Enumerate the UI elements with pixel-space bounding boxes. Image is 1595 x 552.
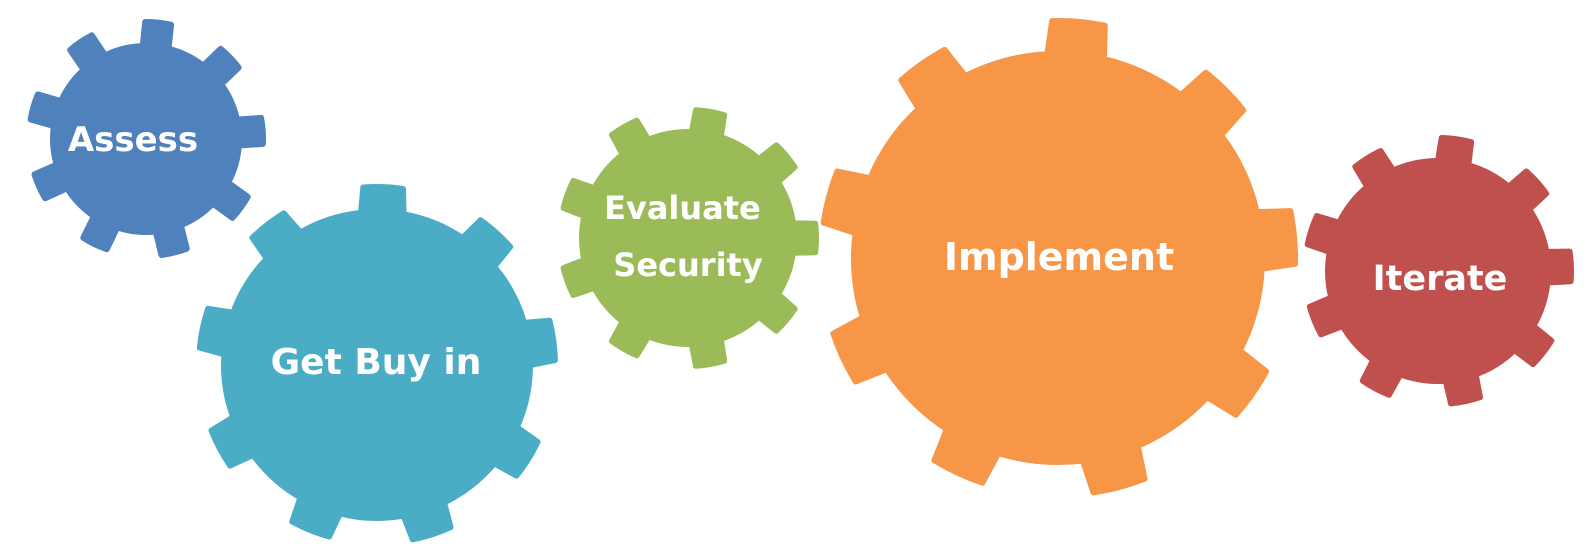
gear-iterate: Iterate xyxy=(1304,135,1574,407)
gear-get-buy-in: Get Buy in xyxy=(196,184,558,543)
gear-assess-label: Assess xyxy=(68,120,198,160)
gear-get-buy-in-shape xyxy=(196,184,558,543)
gear-get-buy-in-label-line-1: Get Buy in xyxy=(271,342,482,383)
gear-iterate-label: Iterate xyxy=(1373,259,1508,299)
gear-assess: Assess xyxy=(27,18,266,258)
gear-evaluate-security: Evaluate Security xyxy=(560,107,819,369)
gear-assess-shape xyxy=(27,18,266,258)
gear-evaluate-security-label: Evaluate Security xyxy=(604,189,772,284)
gear-evaluate-security-shape xyxy=(560,107,819,369)
gear-iterate-shape xyxy=(1304,135,1574,407)
gear-implement-label-line-1: Implement xyxy=(944,235,1174,279)
gear-get-buy-in-label: Get Buy in xyxy=(271,342,482,383)
gear-evaluate-security-label-line-1: Evaluate xyxy=(604,189,761,227)
gear-iterate-label-line-1: Iterate xyxy=(1373,259,1508,299)
gear-implement-label: Implement xyxy=(944,235,1174,279)
gear-implement-shape xyxy=(820,18,1298,496)
gear-implement: Implement xyxy=(820,18,1298,496)
gear-evaluate-security-label-line-2: Security xyxy=(613,246,763,284)
gear-assess-label-line-1: Assess xyxy=(68,120,198,160)
